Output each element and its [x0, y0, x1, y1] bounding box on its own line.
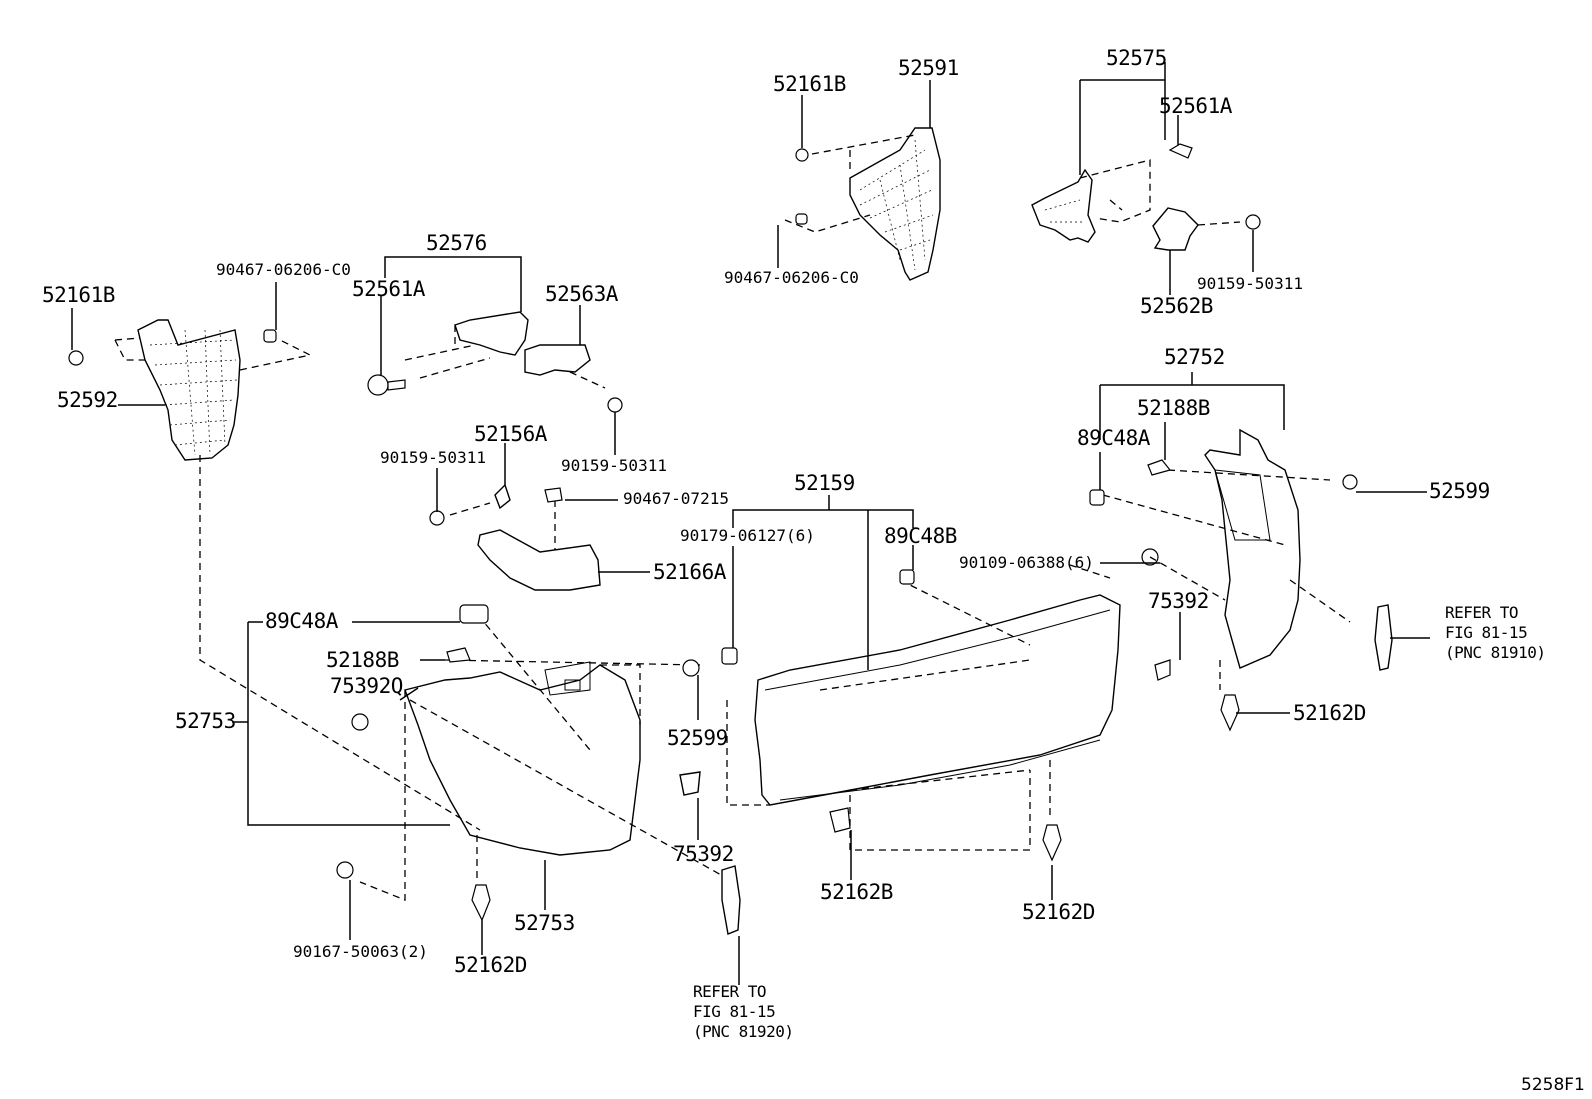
part-label: 52752 [1164, 345, 1225, 369]
part-label: 89C48A [265, 609, 338, 633]
part-label: 52188B [1137, 396, 1210, 420]
part-52159-drawing [721, 548, 1159, 851]
part-label: 52599 [667, 726, 728, 750]
part-52752-drawing [1089, 428, 1358, 690]
part-label: 52591 [898, 56, 959, 80]
part-label: 52561A [1159, 94, 1232, 118]
part-label: 52162D [454, 953, 527, 977]
part-label: 52188B [326, 648, 399, 672]
part-label: 52561A [352, 277, 425, 301]
refer-note-bottom: REFER TO FIG 81-15 (PNC 81920) [693, 982, 794, 1041]
part-label: 52599 [1429, 479, 1490, 503]
part-label: 52592 [57, 388, 118, 412]
part-label: 90467-06206-C0 [216, 260, 351, 279]
leader-lines [71, 62, 1430, 985]
part-52576-drawing [367, 311, 623, 413]
clips-drawing [471, 694, 1240, 922]
part-52753-drawing [199, 455, 731, 901]
part-label: 90109-06388(6) [959, 553, 1094, 572]
part-52591-drawing [784, 127, 941, 281]
part-label: 75392Q [330, 674, 403, 698]
part-label: 89C48B [884, 524, 957, 548]
part-label: 52162B [820, 880, 893, 904]
part-label: 52562B [1140, 294, 1213, 318]
part-label: 90179-06127(6) [680, 526, 815, 545]
part-label: 90159-50311 [380, 448, 486, 467]
part-label: 52575 [1106, 46, 1167, 70]
part-label: 52563A [545, 282, 618, 306]
part-label: 90167-50063(2) [293, 942, 428, 961]
part-label: 75392 [673, 842, 734, 866]
part-52575-drawing [1031, 143, 1261, 251]
part-label: 90467-06206-C0 [724, 268, 859, 287]
reflectors-drawing [679, 604, 1393, 935]
part-label: 52753 [175, 709, 236, 733]
part-label: 75392 [1148, 589, 1209, 613]
part-label: 52161B [42, 283, 115, 307]
figure-id: 5258F1 [1521, 1075, 1585, 1095]
part-label: 90159-50311 [561, 456, 667, 475]
part-label: 52162D [1293, 701, 1366, 725]
part-label: 52156A [474, 422, 547, 446]
part-label: 52166A [653, 560, 726, 584]
part-52166A-drawing [429, 483, 601, 591]
part-label: 52162D [1022, 900, 1095, 924]
part-label: 52576 [426, 231, 487, 255]
part-label: 52161B [773, 72, 846, 96]
part-52592-drawing [68, 319, 312, 461]
part-label: 52159 [794, 471, 855, 495]
part-label: 90159-50311 [1197, 274, 1303, 293]
part-label: 89C48A [1077, 426, 1150, 450]
refer-note-right: REFER TO FIG 81-15 (PNC 81910) [1445, 603, 1546, 662]
part-label: 90467-07215 [623, 489, 729, 508]
part-label: 52753 [514, 911, 575, 935]
